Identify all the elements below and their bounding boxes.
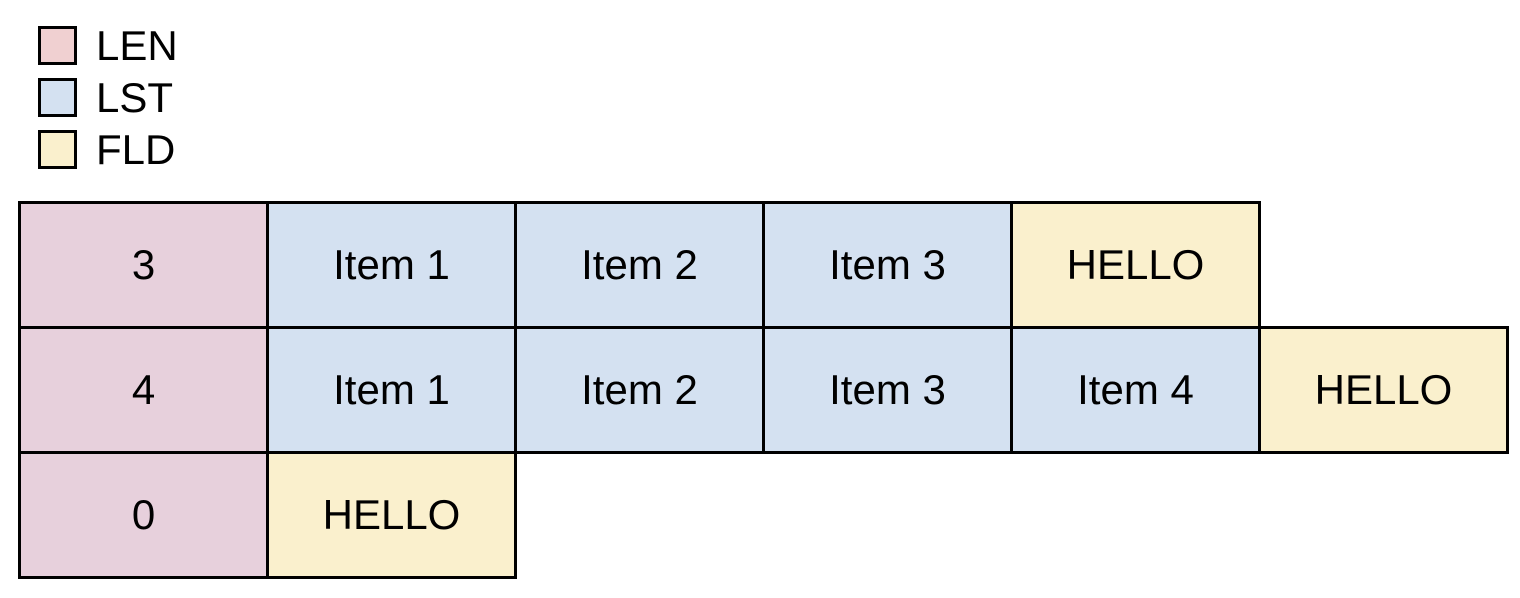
len-cell: 3 bbox=[18, 201, 269, 329]
legend-label-lst: LST bbox=[96, 73, 174, 121]
fld-cell: HELLO bbox=[1258, 326, 1509, 454]
legend-label-len: LEN bbox=[96, 21, 178, 69]
legend-label-fld: FLD bbox=[96, 125, 176, 173]
lst-cell: Item 2 bbox=[514, 201, 765, 329]
lst-cell: Item 3 bbox=[762, 201, 1013, 329]
len-cell: 0 bbox=[18, 451, 269, 579]
lst-cell: Item 1 bbox=[266, 326, 517, 454]
len-cell: 4 bbox=[18, 326, 269, 454]
lst-cell: Item 4 bbox=[1010, 326, 1261, 454]
lst-cell: Item 2 bbox=[514, 326, 765, 454]
lst-cell: Item 1 bbox=[266, 201, 517, 329]
fld-cell: HELLO bbox=[1010, 201, 1261, 329]
lst-swatch-icon bbox=[38, 78, 77, 117]
len-swatch-icon bbox=[38, 26, 77, 65]
legend-item-len: LEN bbox=[38, 21, 178, 69]
fld-swatch-icon bbox=[38, 130, 77, 169]
legend-item-fld: FLD bbox=[38, 125, 178, 173]
fld-cell: HELLO bbox=[266, 451, 517, 579]
legend-item-lst: LST bbox=[38, 73, 178, 121]
lst-cell: Item 3 bbox=[762, 326, 1013, 454]
